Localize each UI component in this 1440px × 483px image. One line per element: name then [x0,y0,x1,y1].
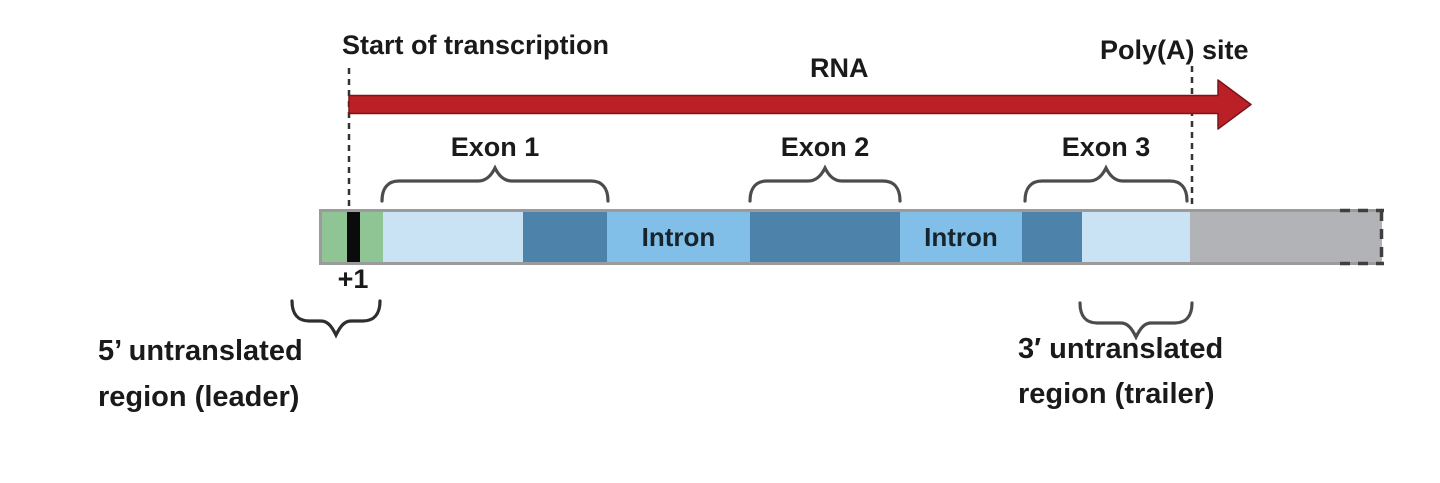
gene-dna-bar: Intron Intron [319,209,1382,265]
exon3-label: Exon 3 [1061,132,1151,162]
exon1-label: Exon 1 [450,132,540,162]
utr3-label: 3′ untranslated region (trailer) [1018,327,1223,417]
utr5-label-line1: 5’ untranslated [98,335,303,367]
exon2-label: Exon 2 [780,132,870,162]
intron2-label: Intron [924,221,998,252]
utr5-brace [290,299,382,339]
rna-label: RNA [810,53,869,83]
intron1-label: Intron [641,221,716,252]
segment-exon3-untranslated [1082,212,1190,262]
exon1-brace [380,164,610,203]
segment-downstream-dna [1190,212,1382,262]
exon3-brace [1023,164,1189,203]
segment-exon1-untranslated [383,212,523,262]
transcription-start-site-mark [347,212,360,262]
exon2-brace [748,164,902,203]
plus-one-label: +1 [337,264,369,294]
segment-exon2-coding [750,212,900,262]
utr5-label: 5’ untranslated region (leader) [98,328,303,420]
start-of-transcription-label: Start of transcription [342,30,610,60]
utr5-label-line2: region (leader) [98,381,300,413]
polya-site-label: Poly(A) site [1100,35,1249,65]
utr3-label-line1: 3′ untranslated [1018,333,1224,365]
segment-exon3-coding [1022,212,1082,262]
segment-intron1: Intron [607,212,750,262]
segment-exon1-coding [523,212,607,262]
segment-upstream-promoter [322,212,383,262]
utr3-label-line2: region (trailer) [1018,378,1215,410]
segment-intron2: Intron [900,212,1022,262]
rna-arrow [348,79,1252,130]
